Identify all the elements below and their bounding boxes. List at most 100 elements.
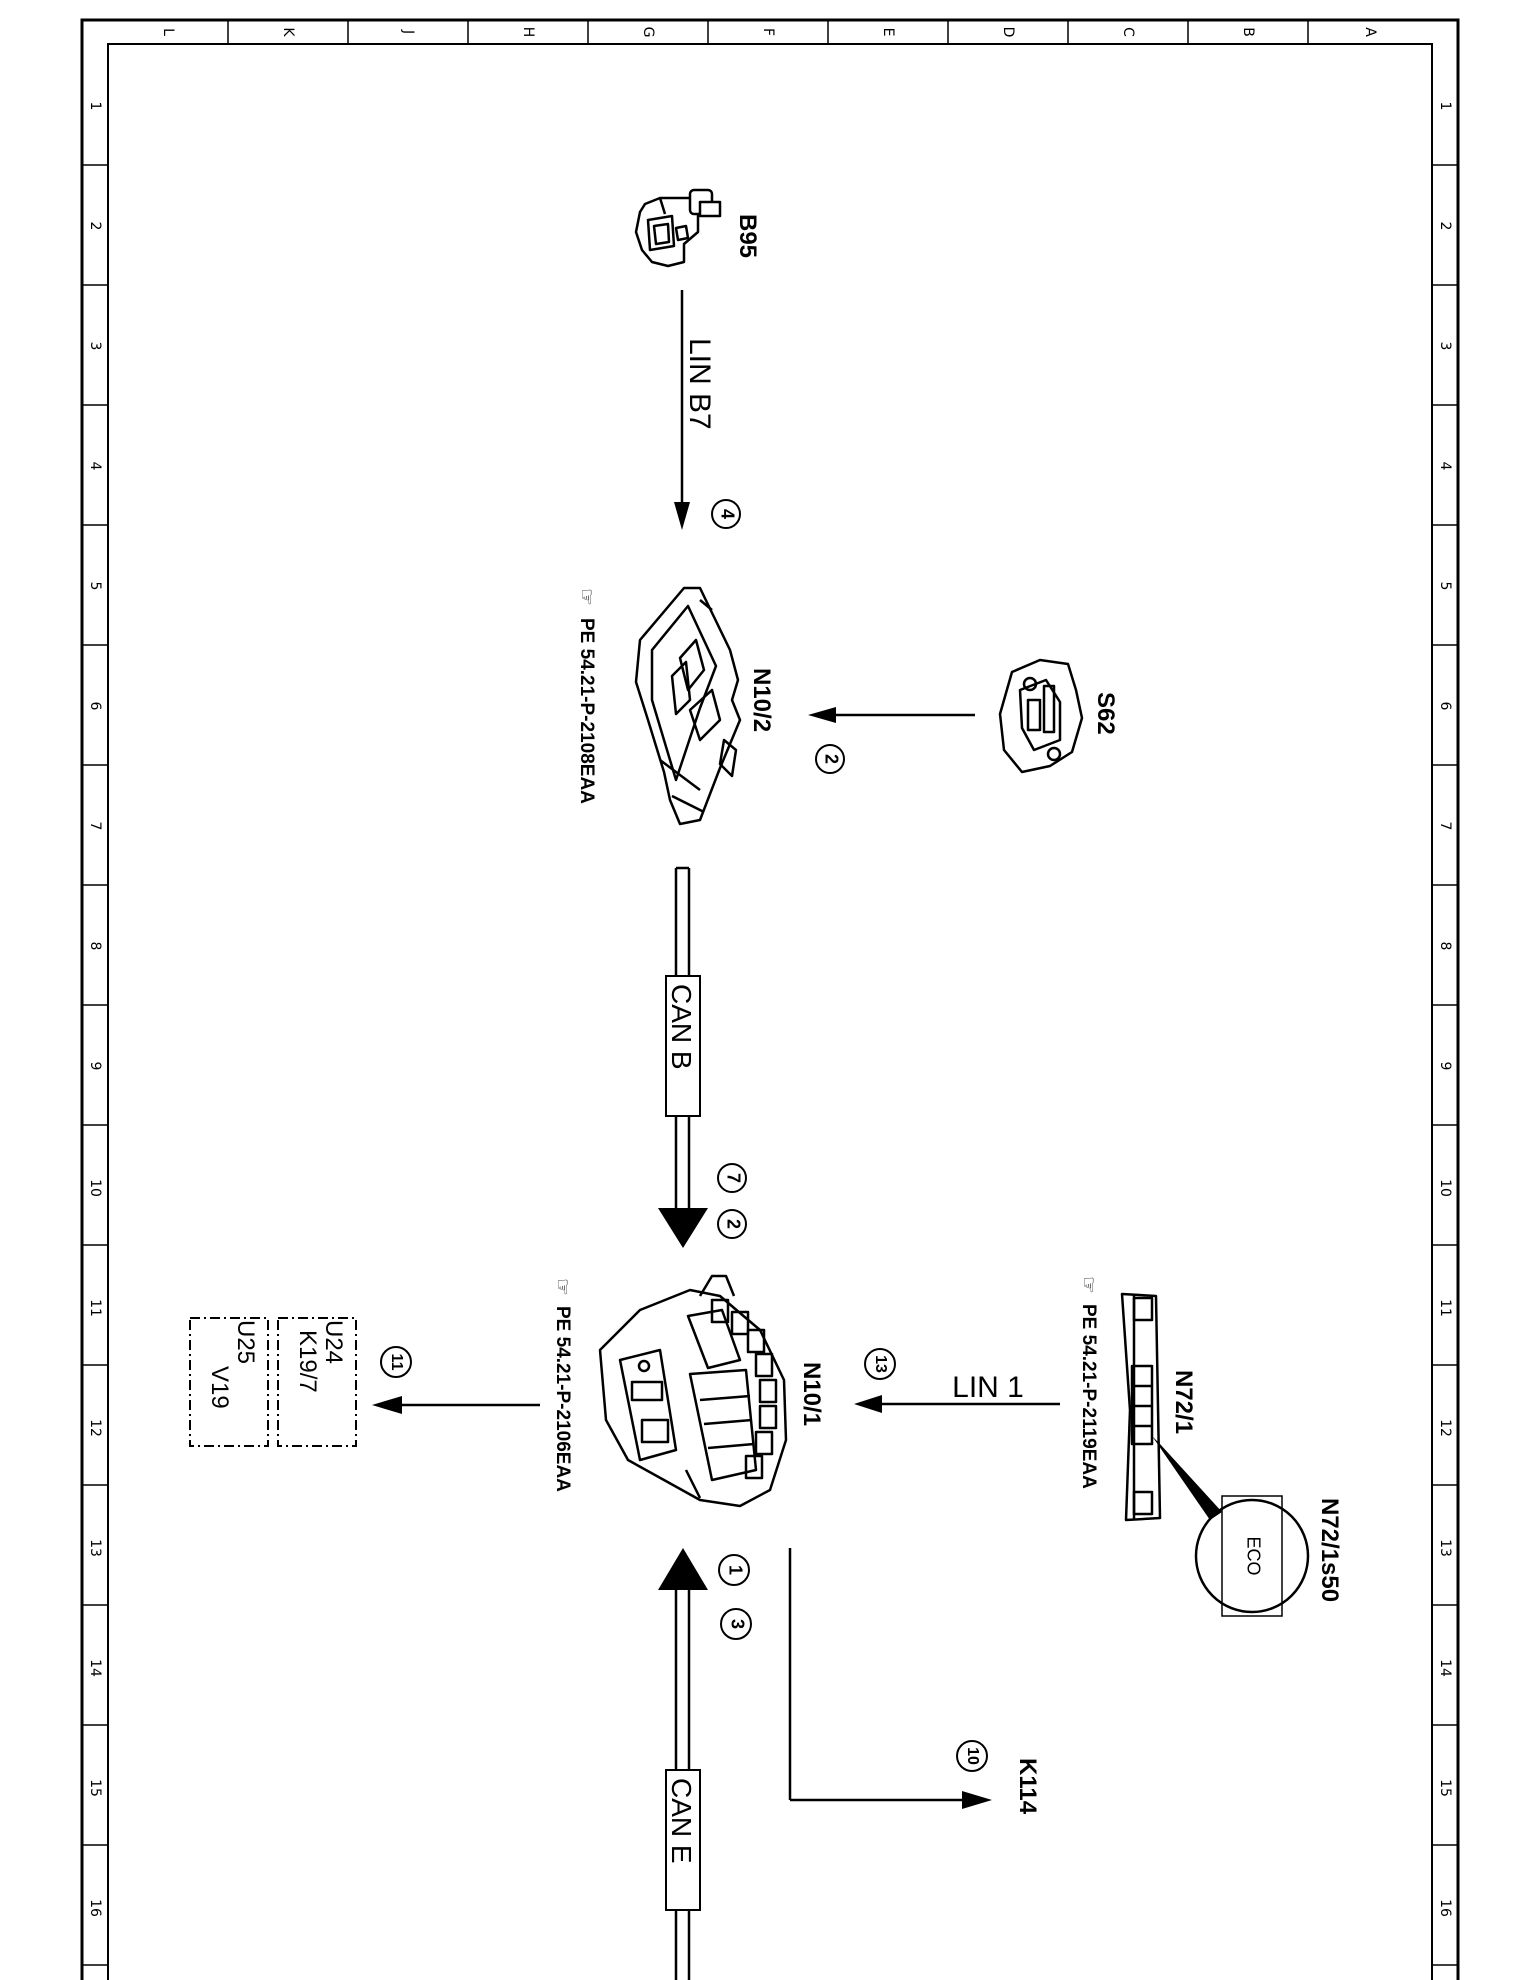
column-label-b: B <box>1240 27 1256 37</box>
row-label-right-16: 16 <box>1437 1899 1453 1917</box>
marker-1-circle <box>718 1554 750 1586</box>
row-label-right-8: 8 <box>1437 942 1453 951</box>
b95-sensor-icon <box>634 188 722 268</box>
lin-b7-label: LIN B7 <box>683 338 716 430</box>
row-label-left-16: 16 <box>87 1899 103 1917</box>
row-label-left-11: 11 <box>87 1299 103 1317</box>
target-group <box>189 1317 357 1447</box>
output-11-arrowhead <box>372 1396 402 1414</box>
marker-2b-circle <box>717 1209 747 1239</box>
k114-arrowhead <box>962 1791 992 1809</box>
row-label-left-12: 12 <box>87 1419 103 1437</box>
column-label-a: A <box>1362 27 1378 37</box>
row-label-left-3: 3 <box>87 342 103 351</box>
row-label-right-2: 2 <box>1437 222 1453 231</box>
lin-b7-arrowhead <box>674 502 690 530</box>
row-label-left-1: 1 <box>87 102 103 111</box>
marker-2a: 2 <box>821 754 841 764</box>
n10-2-module-icon <box>634 586 742 826</box>
row-label-right-1: 1 <box>1437 102 1453 111</box>
can-e-label-box <box>665 1769 701 1911</box>
b95-label: B95 <box>734 214 761 258</box>
n10-1-reference: ☞ PE 54.21-P-2106EAA <box>551 1278 573 1492</box>
marker-2b: 2 <box>723 1219 743 1229</box>
column-label-e: E <box>880 28 896 37</box>
row-label-left-2: 2 <box>87 222 103 231</box>
marker-11: 11 <box>388 1354 405 1371</box>
target-box-u24 <box>277 1317 357 1447</box>
row-label-right-15: 15 <box>1437 1779 1453 1797</box>
column-label-l: L <box>160 28 176 36</box>
column-label-h: H <box>520 27 536 38</box>
row-label-right-4: 4 <box>1437 462 1453 471</box>
row-label-left-8: 8 <box>87 942 103 951</box>
n72-1-label: N72/1 <box>1170 1370 1197 1434</box>
marker-11-circle <box>380 1346 412 1378</box>
column-label-j: J <box>400 29 416 34</box>
can-e-arrowhead <box>658 1548 708 1590</box>
row-label-left-15: 15 <box>87 1779 103 1797</box>
marker-3: 3 <box>727 1619 747 1629</box>
inner-frame <box>107 43 1433 1980</box>
target-u25: U25 <box>232 1320 259 1364</box>
can-b-label-box <box>665 975 701 1117</box>
eco-button-icon <box>1221 1495 1283 1617</box>
target-u24: U24 <box>320 1320 347 1364</box>
row-label-right-10: 10 <box>1437 1179 1453 1197</box>
row-label-left-14: 14 <box>87 1659 103 1677</box>
s62-label: S62 <box>1092 692 1119 735</box>
marker-2a-circle <box>815 744 845 774</box>
n10-1-module-icon <box>598 1274 788 1508</box>
n72-1-panel-icon <box>1120 1292 1162 1522</box>
column-label-f: F <box>760 28 776 36</box>
can-b-label: CAN B <box>666 984 697 1070</box>
row-label-left-10: 10 <box>87 1179 103 1197</box>
n72-1-reference: ☞ PE 54.21-P-2119EAA <box>1077 1276 1099 1489</box>
n72-1s50-callout-leader <box>1152 1436 1222 1520</box>
eco-button-label: ECO <box>1243 1536 1263 1575</box>
marker-4-circle <box>711 499 741 529</box>
n72-1s50-label: N72/1s50 <box>1316 1498 1343 1602</box>
marker-7-circle <box>717 1163 747 1193</box>
marker-13-circle <box>864 1348 896 1380</box>
can-e-label: CAN E <box>666 1778 697 1864</box>
n72-1s50-callout-circle <box>1194 1498 1310 1614</box>
reference-hand-icon: ☞ <box>1077 1276 1099 1294</box>
row-label-right-11: 11 <box>1437 1299 1453 1317</box>
marker-3-circle <box>720 1608 752 1640</box>
row-ruler-left: 1 2 3 4 5 6 7 8 9 10 11 12 13 14 15 16 <box>82 102 108 1966</box>
row-label-left-9: 9 <box>87 1062 103 1071</box>
row-label-left-7: 7 <box>87 822 103 831</box>
column-label-d: D <box>1000 27 1016 38</box>
target-k19-7: K19/7 <box>294 1330 321 1393</box>
row-label-left-5: 5 <box>87 582 103 591</box>
column-label-g: G <box>640 27 656 38</box>
row-label-right-7: 7 <box>1437 822 1453 831</box>
column-label-c: C <box>1120 27 1136 37</box>
lin-1-arrowhead <box>854 1395 882 1413</box>
marker-10: 10 <box>964 1747 981 1765</box>
s62-arrowhead <box>808 707 836 723</box>
row-label-right-13: 13 <box>1437 1539 1453 1557</box>
n10-1-reference-code: PE 54.21-P-2106EAA <box>552 1306 573 1492</box>
n72-1-reference-code: PE 54.21-P-2119EAA <box>1078 1304 1099 1489</box>
marker-13: 13 <box>872 1355 889 1373</box>
can-b-arrowhead <box>658 1208 708 1248</box>
row-label-left-4: 4 <box>87 462 103 471</box>
row-label-right-5: 5 <box>1437 582 1453 591</box>
reference-hand-icon: ☞ <box>575 588 597 606</box>
row-label-left-13: 13 <box>87 1539 103 1557</box>
row-label-right-3: 3 <box>1437 342 1453 351</box>
target-v19: V19 <box>206 1366 233 1409</box>
can-e-bus <box>658 1548 708 1980</box>
marker-10-circle <box>956 1740 988 1772</box>
n10-2-label: N10/2 <box>748 668 775 732</box>
reference-hand-icon: ☞ <box>551 1278 573 1296</box>
n10-1-label: N10/1 <box>798 1362 825 1426</box>
lin-1-label: LIN 1 <box>952 1371 1024 1404</box>
row-label-left-6: 6 <box>87 702 103 711</box>
column-ruler: L K J H G F E D C B A <box>108 20 1432 45</box>
marker-1: 1 <box>725 1565 745 1575</box>
row-ruler-right: 1 2 3 4 5 6 7 8 9 10 11 12 13 14 15 16 <box>1432 102 1458 1966</box>
